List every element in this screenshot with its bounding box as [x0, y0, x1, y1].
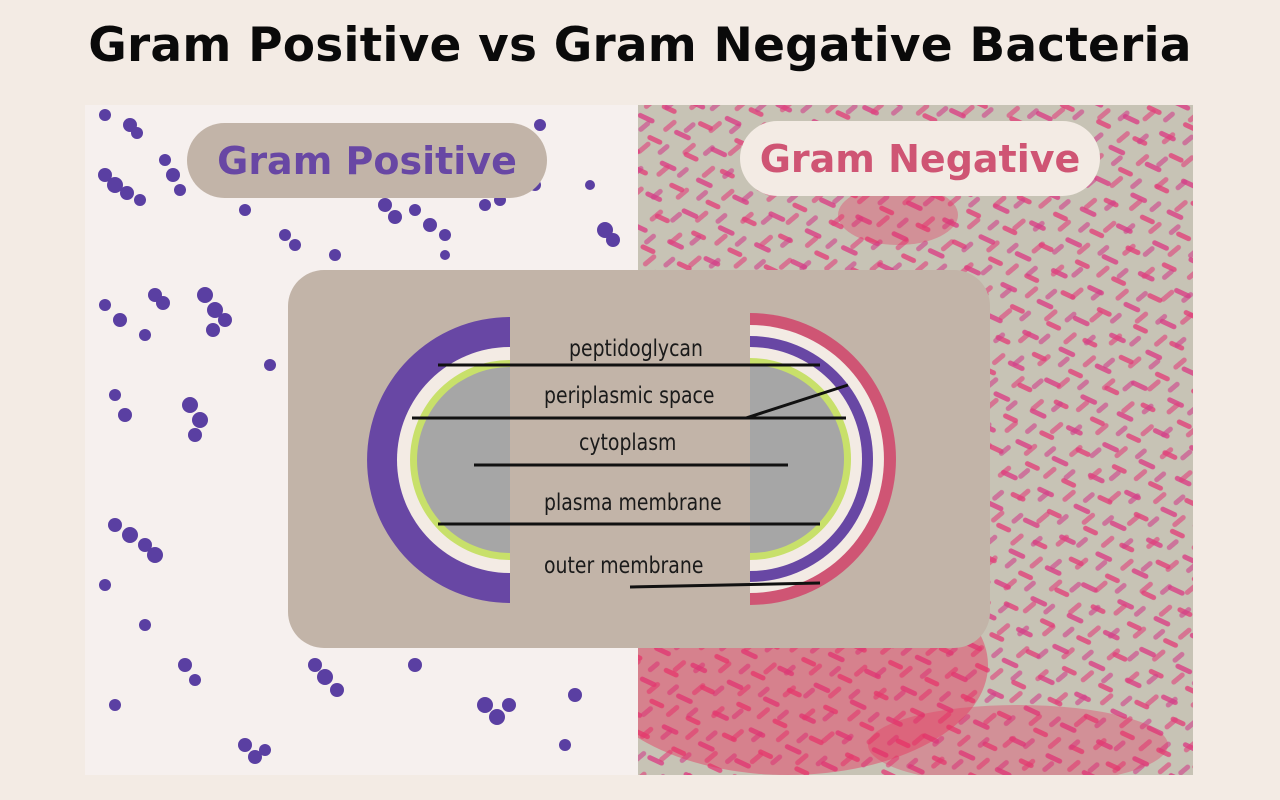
label-plasma-membrane: plasma membrane	[544, 490, 722, 516]
gram-positive-label: Gram Positive	[187, 123, 547, 198]
leader-lines	[412, 363, 849, 589]
page-title: Gram Positive vs Gram Negative Bacteria	[88, 18, 1192, 73]
gram-negative-cell-half	[750, 313, 896, 605]
cell-wall-diagram-panel: peptidoglycan periplasmic space cytoplas…	[288, 270, 990, 648]
gram-negative-label: Gram Negative	[740, 121, 1100, 196]
label-peptidoglycan: peptidoglycan	[569, 336, 703, 362]
label-outer-membrane: outer membrane	[544, 553, 704, 579]
label-periplasmic-space: periplasmic space	[544, 383, 715, 409]
cell-wall-diagram	[367, 313, 896, 605]
label-cytoplasm: cytoplasm	[579, 430, 677, 456]
gram-positive-cell-half	[367, 317, 510, 603]
